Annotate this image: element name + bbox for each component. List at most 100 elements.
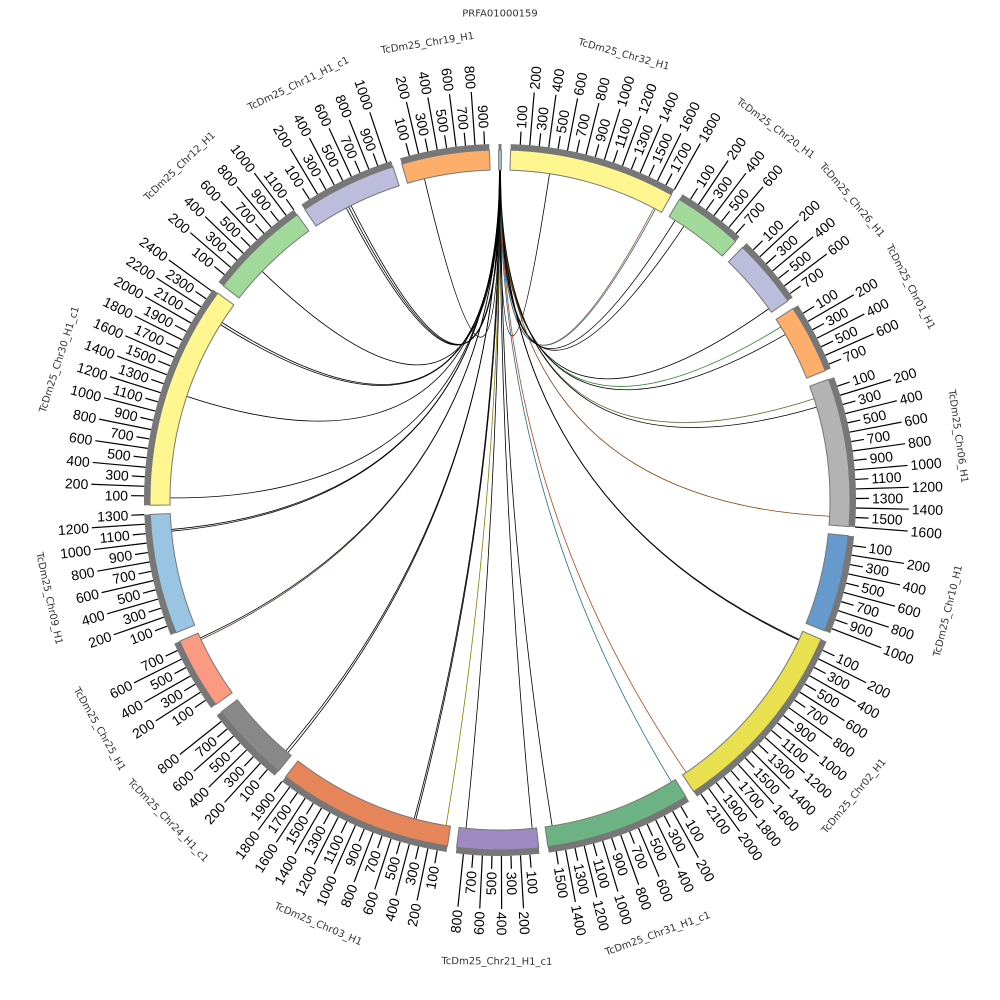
tick-mark <box>133 658 182 684</box>
tick-mark <box>101 580 154 594</box>
link-TcDm25_Chr20_H1 <box>500 170 685 351</box>
tick-mark <box>835 619 848 625</box>
tick-label: 400 <box>854 696 882 722</box>
tick-mark <box>97 561 150 572</box>
tick-mark <box>333 825 356 874</box>
tick-mark <box>602 840 619 892</box>
tick-mark <box>138 570 152 575</box>
tick-mark <box>134 551 148 556</box>
link-TcDm25_Chr06_H1 <box>499 170 830 517</box>
tick-mark <box>548 94 557 148</box>
tick-mark <box>230 742 241 753</box>
tick-mark <box>744 757 755 768</box>
tick-label: 700 <box>361 848 384 876</box>
tick-label: 400 <box>66 452 91 470</box>
tick-label: 800 <box>70 564 96 584</box>
tick-mark <box>713 172 747 216</box>
tick-mark <box>457 854 464 907</box>
link-TcDm25_Chr06_H1 <box>500 170 817 428</box>
tick-mark <box>565 849 576 903</box>
link-TcDm25_Chr02_H1 <box>499 169 800 640</box>
tick-label: 1000 <box>611 892 635 927</box>
tick-label: 600 <box>359 890 381 917</box>
ideogram-block <box>775 307 826 379</box>
segment-axis-band <box>510 144 675 195</box>
tick-mark <box>849 421 902 433</box>
segment-axis-band <box>792 305 831 371</box>
tick-label: 700 <box>109 424 135 444</box>
tick-mark <box>737 764 775 805</box>
tick-label: 1500 <box>871 510 903 528</box>
tick-mark <box>705 198 715 211</box>
tick-mark <box>825 333 874 356</box>
link-TcDm25_Chr12_H1 <box>261 169 501 366</box>
segment-label: TcDm25_Chr10_H1 <box>932 564 966 659</box>
tick-mark <box>784 253 828 287</box>
tick-label: 900 <box>609 851 632 878</box>
segment-axis-band <box>547 796 690 853</box>
tick-label: 800 <box>461 65 479 90</box>
tick-mark <box>789 285 801 295</box>
tick-mark <box>680 806 689 819</box>
tick-mark <box>807 294 855 322</box>
tick-label: 1600 <box>91 315 126 342</box>
tick-label: 400 <box>898 387 925 408</box>
tick-mark <box>818 658 867 684</box>
tick-label: 1200 <box>57 520 89 538</box>
tick-label: 600 <box>311 101 335 129</box>
tick-mark <box>730 770 741 782</box>
tick-mark <box>751 750 791 790</box>
link-TcDm25_Chr25_H1 <box>200 170 501 639</box>
link-TcDm25_Chr24_H1_c1 <box>287 169 501 753</box>
tick-mark <box>854 526 908 532</box>
ideogram-block <box>681 630 822 793</box>
segment-TcDm25_Chr32_H1: 1002003004005006007008009001000110012001… <box>509 37 724 213</box>
tick-mark <box>348 119 370 170</box>
tick-mark <box>216 728 228 738</box>
segment-TcDm25_Chr21_H1_c1: 100200300400500600700800TcDm25_Chr21_H1_… <box>440 826 552 968</box>
tick-label: 600 <box>570 71 590 97</box>
tick-label: 100 <box>127 624 155 647</box>
tick-label: 400 <box>290 111 315 139</box>
segment-axis-band <box>216 711 279 776</box>
segment-axis-band <box>498 144 502 151</box>
tick-label: 1400 <box>568 903 590 937</box>
tick-label: 800 <box>592 75 613 102</box>
link-TcDm25_Chr31_H1_c1 <box>500 170 553 826</box>
link-TcDm25_Chr21_H1_c1 <box>499 169 533 829</box>
tick-mark <box>395 844 410 896</box>
segment-label: TcDm25_Chr19_H1 <box>379 31 475 57</box>
tick-label: 200 <box>86 628 114 651</box>
ideogram-block <box>544 778 687 848</box>
ideogram-block <box>304 166 400 227</box>
tick-mark <box>855 507 909 510</box>
tick-mark <box>395 841 401 855</box>
segment-TcDm25_Chr31_H1_c1: 1002003004005006007008009001000110012001… <box>544 778 718 959</box>
tick-mark <box>854 464 908 471</box>
tick-label: 100 <box>105 487 129 503</box>
segment-axis-band <box>742 243 793 301</box>
tick-mark <box>842 400 856 405</box>
tick-mark <box>427 97 438 150</box>
tick-label: 1000 <box>881 641 916 667</box>
ideogram-block <box>509 149 673 213</box>
tick-mark <box>190 232 231 268</box>
tick-label: 200 <box>526 65 544 90</box>
tick-label: 500 <box>433 108 452 134</box>
tick-mark <box>273 781 283 793</box>
tick-mark <box>416 848 429 901</box>
tick-mark <box>538 133 542 147</box>
tick-label: 100 <box>422 865 442 891</box>
tick-label: 900 <box>848 618 876 641</box>
tick-label: 1200 <box>590 898 613 932</box>
tick-label: 1100 <box>111 381 145 405</box>
tick-label: 600 <box>843 716 871 742</box>
tick-label: 1500 <box>551 866 572 899</box>
tick-mark <box>621 115 642 166</box>
link-TcDm25_Chr19_H1 <box>424 170 500 338</box>
tick-label: 1300 <box>97 507 129 524</box>
tick-label: 1000 <box>59 542 92 562</box>
link-TcDm25_Chr24_H1_c1 <box>285 169 501 752</box>
ideogram-block <box>220 699 292 772</box>
